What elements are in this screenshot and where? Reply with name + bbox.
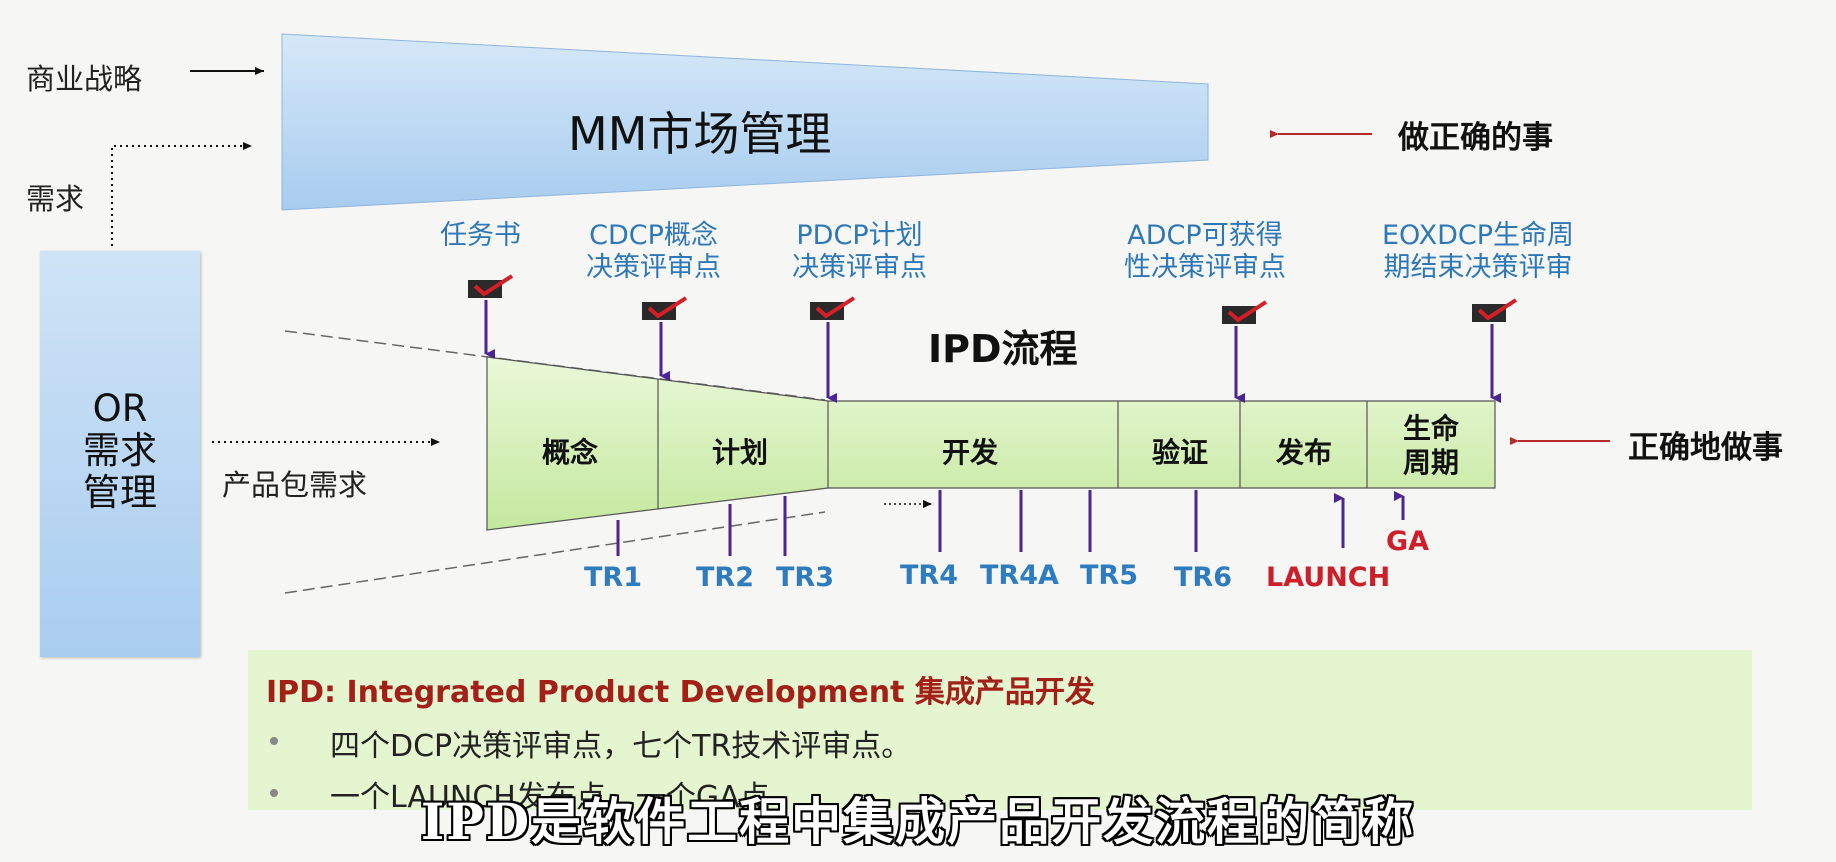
or-line2: 需求	[83, 429, 157, 472]
ipd-process-title: IPD流程	[928, 327, 1078, 371]
phase-concept: 概念	[541, 436, 598, 469]
dcp-label-charter: 任务书	[440, 220, 521, 252]
tr3-label: TR3	[776, 562, 834, 593]
dcp-label-cdcp: CDCP概念 决策评审点	[586, 220, 721, 284]
dcp-label-line: ADCP可获得	[1127, 220, 1283, 251]
tr2-label: TR2	[696, 562, 754, 593]
phase-release: 发布	[1275, 436, 1332, 469]
dcp-label-eoxdcp: EOXDCP生命周 期结束决策评审	[1382, 220, 1574, 284]
dcp-label-line: 决策评审点	[792, 252, 927, 283]
dcp-marker-eoxdcp	[1472, 298, 1518, 403]
dcp-marker-adcp	[1222, 300, 1268, 403]
dcp-label-adcp: ADCP可获得 性决策评审点	[1124, 220, 1286, 284]
ga-label: GA	[1386, 526, 1430, 557]
or-demand-mgmt-label: OR 需求 管理	[40, 388, 200, 514]
dcp-marker-cdcp	[642, 296, 688, 381]
or-demand-mgmt-box	[40, 251, 200, 657]
launch-label: LAUNCH	[1266, 562, 1391, 593]
dcp-label-line: 期结束决策评审	[1383, 252, 1573, 283]
dcp-label-line: 任务书	[440, 220, 521, 251]
dcp-label-pdcp: PDCP计划 决策评审点	[792, 220, 927, 284]
dcp-label-line: 性决策评审点	[1124, 252, 1286, 283]
phase-develop: 开发	[941, 436, 998, 469]
or-line3: 管理	[83, 471, 157, 514]
phase-plan: 计划	[711, 436, 768, 469]
phase-lifecycle: 生命 周期	[1402, 412, 1459, 479]
mm-market-mgmt-label: MM市场管理	[568, 107, 832, 161]
strategy-label: 商业战略	[26, 62, 143, 96]
tr4a-label: TR4A	[980, 560, 1059, 591]
funnel-guide-bottom	[284, 511, 826, 594]
dcp-label-line: EOXDCP生命周	[1382, 220, 1575, 251]
dcp-label-line: CDCP概念	[589, 220, 718, 251]
dcp-marker-pdcp	[810, 296, 856, 403]
mm-funnel-shape	[281, 33, 1209, 211]
demand-arrow	[111, 142, 252, 246]
ipd-info-title: IPD: Integrated Product Development 集成产品…	[266, 675, 1095, 710]
do-right-thing-label: 做正确的事	[1398, 120, 1553, 156]
phase-verify: 验证	[1151, 436, 1208, 469]
bullet-dot	[270, 789, 278, 797]
dcp-marker-charter	[468, 274, 514, 359]
dcp-label-line: 决策评审点	[586, 252, 721, 283]
info-bullet-1: 四个DCP决策评审点，七个TR技术评审点。	[330, 729, 912, 764]
bullet-dot	[270, 737, 278, 745]
ipd-info-box	[248, 650, 1752, 810]
info-bullet-2: 一个LAUNCH发布点，一个GA点	[330, 780, 770, 815]
product-package-label: 产品包需求	[222, 468, 368, 502]
video-subtitle: IPD是软件工程中集成产品开发流程的简称	[420, 792, 1416, 851]
or-line1: OR	[92, 387, 148, 430]
tr6-label: TR6	[1174, 562, 1232, 593]
tr5-label: TR5	[1080, 560, 1138, 591]
demand-label: 需求	[26, 182, 85, 216]
dcp-label-line: PDCP计划	[796, 220, 923, 251]
tr4-label: TR4	[900, 560, 958, 591]
do-thing-right-label: 正确地做事	[1628, 430, 1783, 466]
tr1-label: TR1	[584, 562, 642, 593]
